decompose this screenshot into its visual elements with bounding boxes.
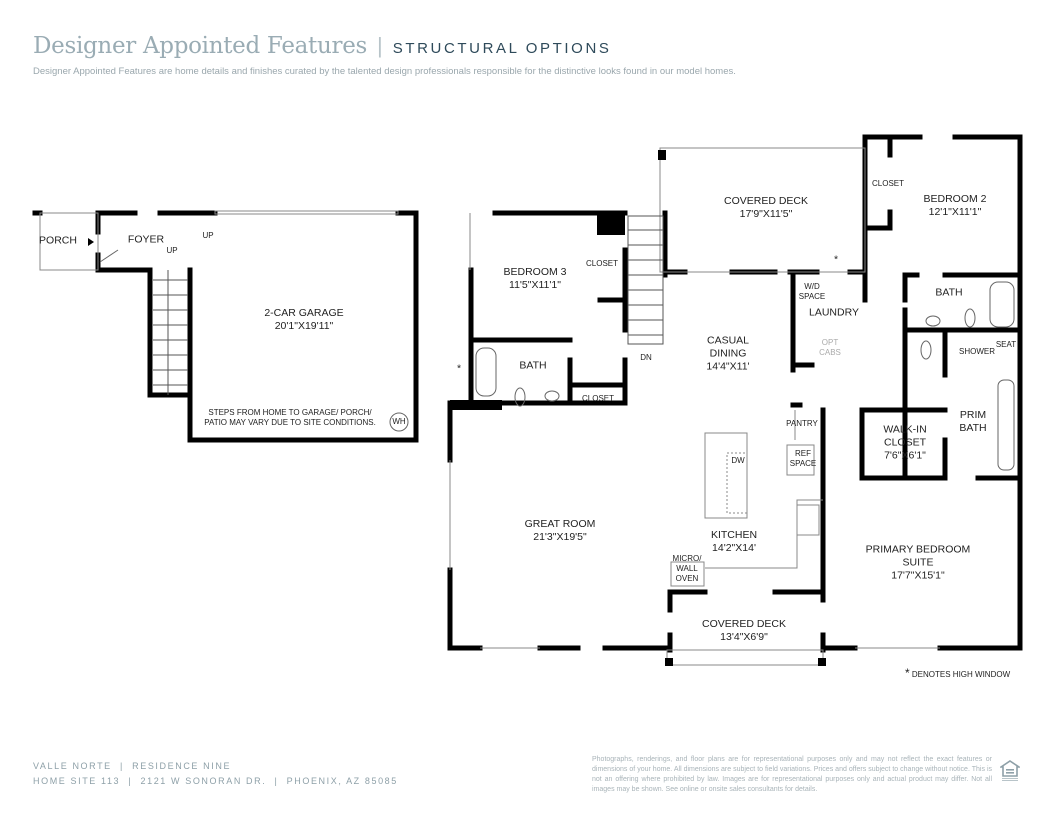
closet-hall: CLOSET <box>581 394 615 403</box>
room-foyer: FOYER <box>127 233 165 246</box>
fixtures <box>88 238 1015 471</box>
wd-space: W/D SPACE <box>798 282 826 301</box>
opt-cabs: OPT CABS <box>819 338 841 357</box>
page-description: Designer Appointed Features are home det… <box>33 66 736 77</box>
pantry-label: PANTRY <box>786 419 818 428</box>
room-porch: PORCH <box>39 234 77 247</box>
micro-wall-oven: MICRO/ WALL OVEN <box>672 554 702 583</box>
thin-lines <box>39 147 940 666</box>
footer-disclaimer: Photographs, renderings, and floor plans… <box>592 756 992 793</box>
stair-down-label: DN <box>640 353 652 362</box>
closet-bedroom-3: CLOSET <box>585 259 619 268</box>
water-heater-label: WH <box>392 417 406 426</box>
high-window-marker: * <box>456 362 462 375</box>
page-title: Designer Appointed Features | STRUCTURAL… <box>33 33 612 59</box>
shower-label: SHOWER <box>959 347 995 356</box>
title-separator: | <box>377 33 383 58</box>
stair-up-label-2: UP <box>166 246 178 255</box>
title-subtitle: STRUCTURAL OPTIONS <box>392 40 612 57</box>
solid-blocks <box>450 150 826 666</box>
title-main: Designer Appointed Features <box>33 33 368 59</box>
room-prim-bath: PRIM BATH <box>959 409 987 434</box>
seat-label: SEAT <box>995 340 1017 349</box>
room-bath-3: BATH <box>519 359 547 372</box>
dishwasher-label: DW <box>731 456 745 465</box>
footer-address: HOME SITE 113 | 2121 W SONORAN DR. | PHO… <box>33 776 398 786</box>
stair-up-label: UP <box>202 231 214 240</box>
ref-space: REF SPACE <box>789 449 817 468</box>
high-window-marker-2: * <box>833 253 839 266</box>
room-laundry: LAUNDRY <box>809 306 859 319</box>
room-bath-2: BATH <box>935 286 963 299</box>
garage-note: STEPS FROM HOME TO GARAGE/ PORCH/ PATIO … <box>204 408 376 427</box>
equal-housing-icon <box>1000 760 1020 781</box>
high-window-legend: * DENOTES HIGH WINDOW <box>905 666 1011 680</box>
footer-location: VALLE NORTE | RESIDENCE NINE HOME SITE 1… <box>33 759 398 789</box>
stairs <box>153 215 664 395</box>
closet-bedroom-2: CLOSET <box>871 179 905 188</box>
footer-community: VALLE NORTE | RESIDENCE NINE <box>33 761 232 771</box>
